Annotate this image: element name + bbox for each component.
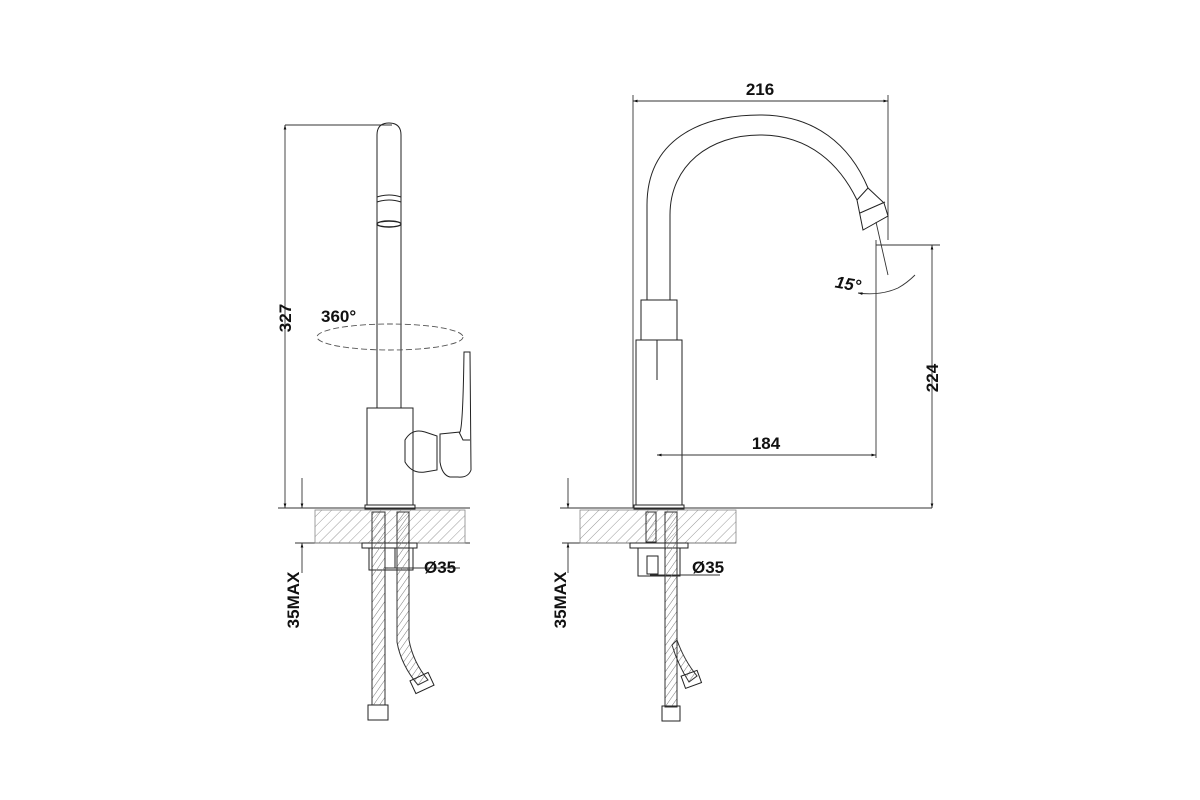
diameter-label: Ø35 [424, 558, 456, 577]
countertop-section [579, 509, 737, 544]
angle-label: 15° [834, 273, 863, 296]
hose-left-upper [645, 511, 657, 543]
mount-plate [629, 542, 689, 549]
spout-inner [669, 134, 858, 300]
hose-nut-back [680, 669, 703, 690]
side-view: 327 35MAX 360° Ø35 [276, 122, 472, 721]
spout-outer [646, 114, 869, 300]
angle-arc [857, 274, 916, 295]
angle-line [875, 221, 889, 276]
spout-band [376, 194, 402, 203]
hose-right [396, 511, 429, 686]
counter-thickness-label: 35MAX [551, 571, 570, 628]
height-label: 327 [276, 304, 295, 332]
mounting-shank [637, 547, 681, 577]
nozzle-band [859, 201, 886, 214]
hose-nut-front [661, 705, 681, 722]
faucet-body [366, 407, 414, 506]
rotation-indicator [316, 323, 464, 351]
base-plate [633, 504, 685, 510]
hose-main [664, 511, 678, 708]
nozzle [856, 187, 889, 231]
faucet-body [635, 339, 683, 506]
hose-nut-left [367, 704, 389, 721]
lever-handle [439, 351, 472, 478]
rotation-label: 360° [321, 307, 356, 326]
hose-back [671, 639, 698, 683]
counter-thickness-label: 35MAX [284, 571, 303, 628]
spout-tube [376, 122, 402, 408]
diameter-label: Ø35 [692, 558, 724, 577]
hose-nut-right [409, 671, 435, 695]
hose-left [371, 511, 386, 706]
mounting-stud [384, 547, 396, 569]
reach-label: 184 [752, 434, 781, 453]
spout-height-label: 224 [923, 363, 942, 392]
countertop-section [314, 509, 466, 544]
spout-collar [640, 299, 678, 341]
mounting-stud [646, 555, 659, 575]
aerator-ring [376, 220, 402, 228]
width-label: 216 [746, 80, 774, 99]
lever-joint [404, 430, 438, 473]
front-view: 216 15° 184 224 35MAX Ø35 [551, 80, 942, 722]
base-plate [364, 504, 416, 510]
lever-detail [458, 431, 470, 441]
